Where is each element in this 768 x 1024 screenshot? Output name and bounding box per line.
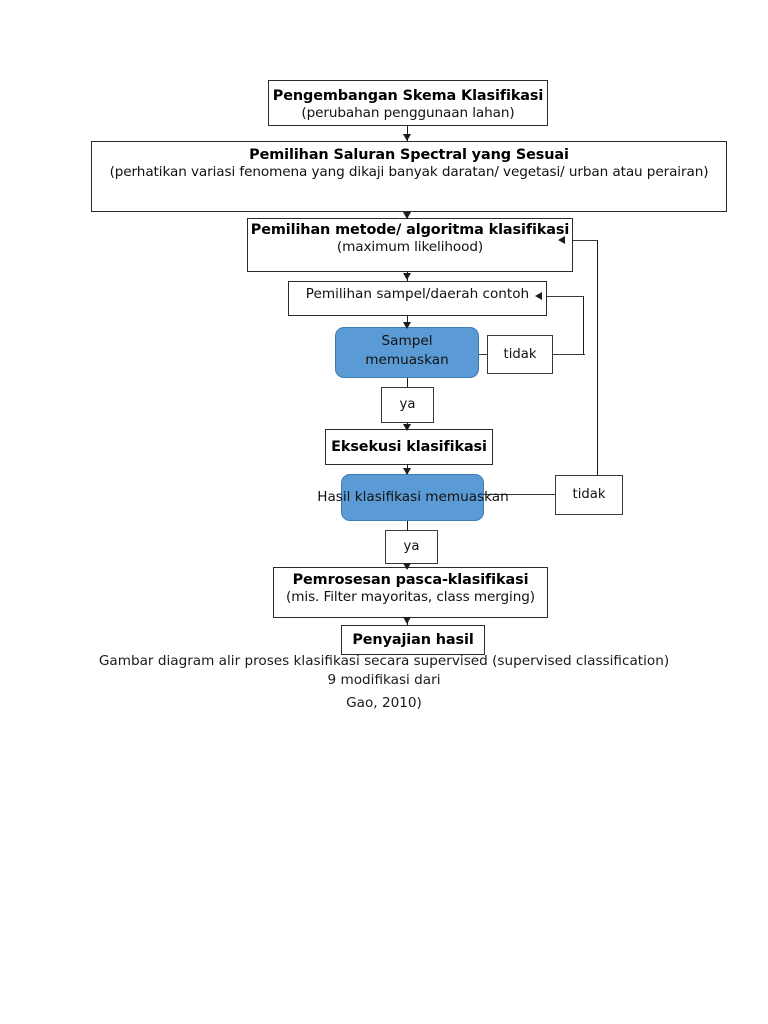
connector-tidak2-to-metode [563,240,598,242]
connector-tidak1-up [583,296,585,355]
figure-caption-line-1: Gambar diagram alir proses klasifikasi s… [98,653,670,669]
arrowhead-ya1-to-eksekusi [403,424,411,431]
decision-hasil-memuaskan[interactable] [341,474,484,521]
node-eksekusi-klasifikasi[interactable]: Eksekusi klasifikasi [325,429,493,465]
node-pengembangan-skema-subtitle: (perubahan penggunaan lahan) [301,105,515,122]
label-box-tidak-sampel[interactable]: tidak [487,335,553,374]
decision-sampel-memuaskan-label-line1: Sampel [381,333,433,349]
arrowhead-saluran-to-metode [403,212,411,219]
arrowhead-skema-to-saluran [403,134,411,141]
arrowhead-ya2-to-pasca [403,563,411,570]
node-pemilihan-sampel[interactable]: Pemilihan sampel/daerah contoh [288,281,547,316]
node-eksekusi-klasifikasi-title: Eksekusi klasifikasi [331,438,487,455]
label-tidak-sampel: tidak [503,346,537,362]
node-penyajian-hasil-title: Penyajian hasil [352,631,474,648]
connector-metode-to-sampel [407,272,409,288]
decision-sampel-memuaskan[interactable] [335,327,479,378]
figure-caption-line-3: Gao, 2010) [346,695,422,711]
node-pemrosesan-pasca-subtitle: (mis. Filter mayoritas, class merging) [286,588,535,605]
connector-pasca-to-penyajian [407,618,409,630]
label-ya-sampel: ya [399,397,416,413]
node-pemilihan-metode-subtitle: (maximum likelihood) [336,238,484,255]
node-pemilihan-metode[interactable]: Pemilihan metode/ algoritma klasifikasi … [247,218,573,272]
node-pengembangan-skema[interactable]: Pengembangan Skema Klasifikasi (perubaha… [268,80,548,126]
arrowhead-metode-to-sampel [403,273,411,280]
arrowhead-tidak2-to-metode [558,236,565,244]
figure-caption-line-2: 9 modifikasi dari [327,672,441,688]
connector-hasil-to-tidak2 [483,494,555,496]
connector-hasil-to-ya2 [407,521,409,530]
node-pengembangan-skema-title: Pengembangan Skema Klasifikasi [272,88,544,105]
connector-tidak1-to-sampelbox [540,296,584,298]
decision-sampel-memuaskan-label-line2: memuaskan [365,352,449,368]
label-box-tidak-hasil[interactable]: tidak [555,475,623,515]
node-pemrosesan-pasca[interactable]: Pemrosesan pasca-klasifikasi (mis. Filte… [273,567,548,618]
node-pemilihan-saluran-subtitle: (perhatikan variasi fenomena yang dikaji… [109,163,709,180]
node-pemilihan-metode-title: Pemilihan metode/ algoritma klasifikasi [250,222,570,238]
node-pemilihan-saluran[interactable]: Pemilihan Saluran Spectral yang Sesuai (… [91,141,727,212]
label-ya-hasil: ya [403,539,420,555]
arrowhead-sampel-to-decision [403,322,411,329]
arrowhead-tidak1-to-sampelbox [535,292,542,300]
decision-hasil-memuaskan-label: Hasil klasifikasi memuaskan [317,489,509,505]
label-box-ya-sampel[interactable]: ya [381,387,434,423]
node-pemilihan-saluran-title: Pemilihan Saluran Spectral yang Sesuai [249,147,569,163]
arrowhead-pasca-to-penyajian [403,617,411,624]
connector-tidak2-up [597,240,599,476]
label-box-ya-hasil[interactable]: ya [385,530,438,564]
label-tidak-hasil: tidak [572,487,606,503]
connector-tidak1-right [553,354,585,356]
node-pemrosesan-pasca-title: Pemrosesan pasca-klasifikasi [292,572,529,588]
arrowhead-eksekusi-to-hasil [403,468,411,475]
node-pemilihan-sampel-title: Pemilihan sampel/daerah contoh [305,286,530,302]
connector-decision-to-tidak1 [479,354,487,356]
connector-decision-to-ya1 [407,378,409,387]
node-penyajian-hasil[interactable]: Penyajian hasil [341,625,485,655]
